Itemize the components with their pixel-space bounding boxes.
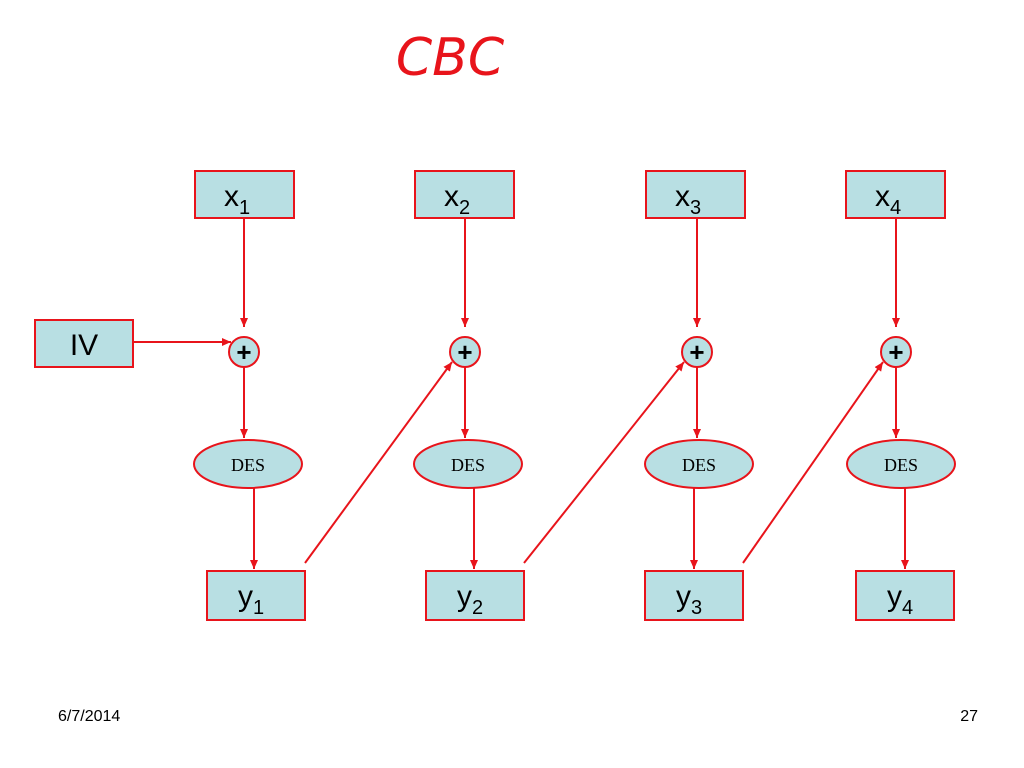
- xor-symbol-4: +: [888, 337, 903, 367]
- xor-symbol-3: +: [689, 337, 704, 367]
- output-box-y1: [206, 570, 306, 621]
- des-block-2: [413, 439, 523, 489]
- output-subscript: 4: [902, 597, 913, 619]
- output-letter: y: [238, 580, 253, 613]
- output-subscript: 1: [253, 597, 264, 619]
- iv-label: IV: [70, 329, 98, 362]
- input-label-x1: x1: [224, 180, 250, 219]
- input-subscript: 2: [459, 197, 470, 219]
- output-box-y3: [644, 570, 744, 621]
- input-subscript: 4: [890, 197, 901, 219]
- input-subscript: 1: [239, 197, 250, 219]
- output-letter: y: [457, 580, 472, 613]
- input-subscript: 3: [690, 197, 701, 219]
- input-letter: x: [875, 180, 890, 213]
- output-label-y1: y1: [238, 580, 264, 619]
- des-block-4: [846, 439, 956, 489]
- footer-date: 6/7/2014: [58, 708, 121, 725]
- input-box-x4: [845, 170, 946, 219]
- des-block-1: [193, 439, 303, 489]
- input-label-x4: x4: [875, 180, 901, 219]
- footer-page-number: 27: [960, 708, 978, 725]
- input-letter: x: [675, 180, 690, 213]
- output-subscript: 2: [472, 597, 483, 619]
- des-block-3: [644, 439, 754, 489]
- xor-symbol-2: +: [457, 337, 472, 367]
- des-label-1: DES: [231, 455, 265, 475]
- iv-box: [34, 319, 134, 368]
- arrow-chain-y2-to-xor-3: [523, 361, 685, 564]
- input-letter: x: [444, 180, 459, 213]
- output-label-y3: y3: [676, 580, 702, 619]
- output-box-y2: [425, 570, 525, 621]
- slide-title: CBC: [395, 28, 505, 88]
- des-label-3: DES: [682, 455, 716, 475]
- output-subscript: 3: [691, 597, 702, 619]
- input-box-x3: [645, 170, 746, 219]
- output-letter: y: [676, 580, 691, 613]
- output-label-y2: y2: [457, 580, 483, 619]
- arrow-chain-y1-to-xor-2: [304, 361, 453, 564]
- input-letter: x: [224, 180, 239, 213]
- input-box-x2: [414, 170, 515, 219]
- output-letter: y: [887, 580, 902, 613]
- output-box-y4: [855, 570, 955, 621]
- arrow-chain-y3-to-xor-4: [742, 361, 884, 564]
- des-label-2: DES: [451, 455, 485, 475]
- xor-symbol-1: +: [236, 337, 251, 367]
- input-label-x3: x3: [675, 180, 701, 219]
- des-label-4: DES: [884, 455, 918, 475]
- input-label-x2: x2: [444, 180, 470, 219]
- output-label-y4: y4: [887, 580, 913, 619]
